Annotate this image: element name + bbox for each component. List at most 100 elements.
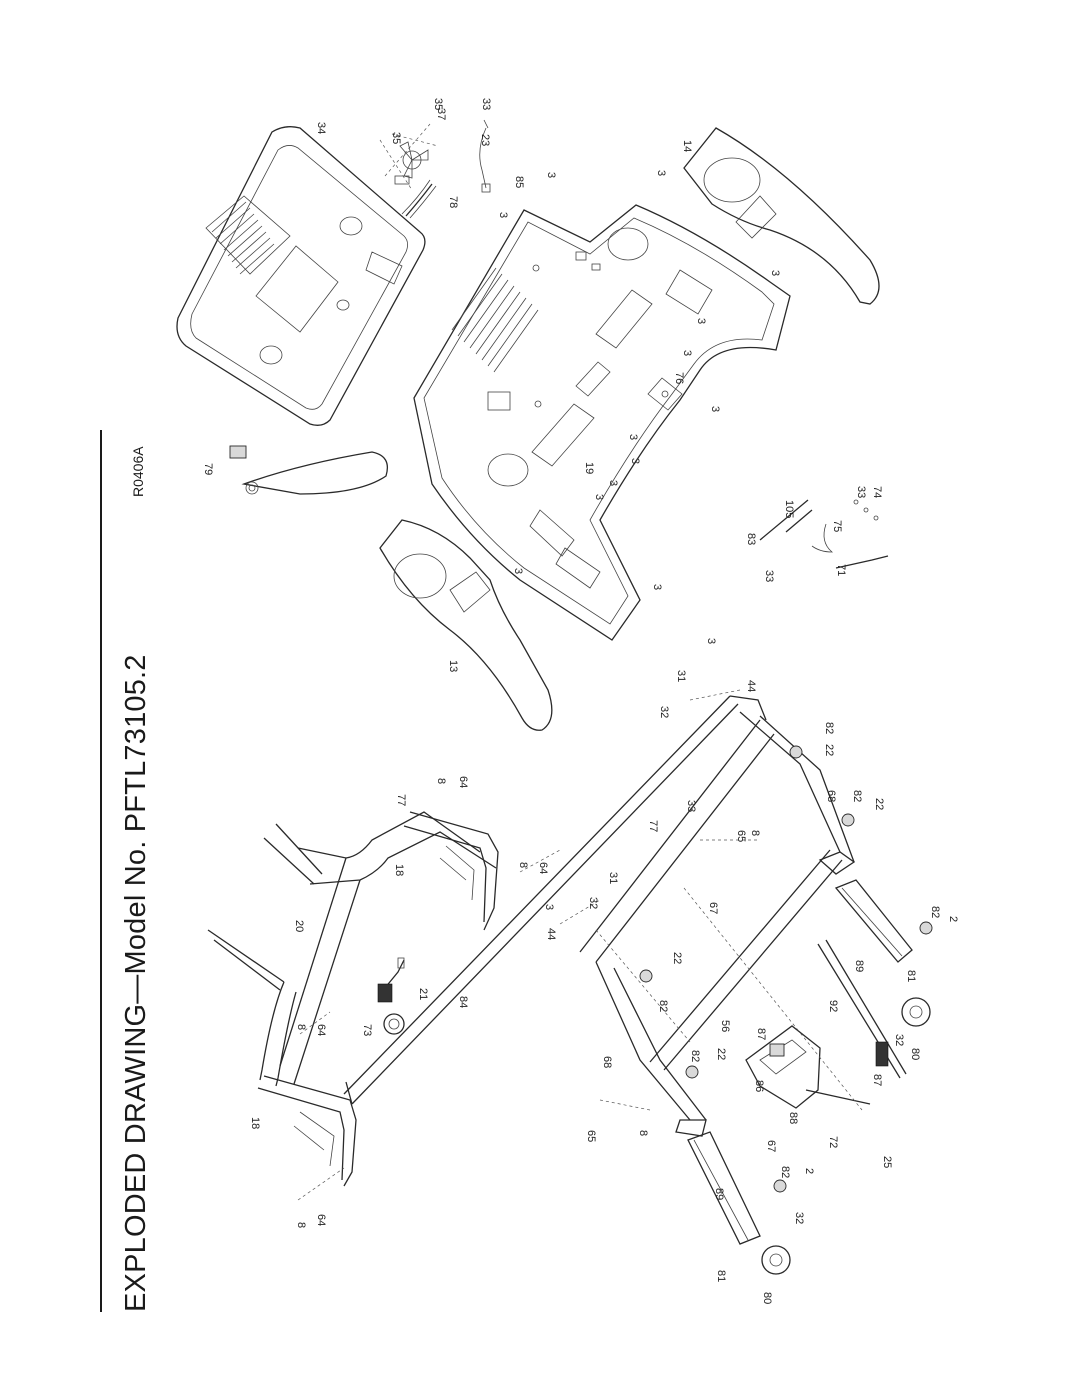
part-callout: 32: [658, 706, 670, 718]
incline-rod-92: [817, 939, 907, 1079]
part-callout: 80: [909, 1048, 921, 1060]
part-callout: 3: [681, 350, 693, 356]
part-callout: 84: [457, 996, 469, 1008]
frame-rail-84: [343, 695, 767, 1105]
hood-grille: [451, 267, 539, 373]
part-callout: 82: [823, 722, 835, 734]
part-callout: 80: [761, 1292, 773, 1304]
part-callout: 32: [893, 1034, 905, 1046]
part-callout: 25: [881, 1156, 893, 1168]
part-callout: 22: [873, 798, 885, 810]
part-callout: 33: [855, 486, 867, 498]
part-callout: 22: [715, 1048, 727, 1060]
part-callout: 82: [929, 906, 941, 918]
part-callout: 8: [637, 1130, 649, 1136]
part-callout: 3: [769, 270, 781, 276]
console-upper-part: [176, 126, 426, 426]
part-callout: 3: [593, 494, 605, 500]
part-callout: 83: [745, 533, 757, 545]
part-callout: 82: [851, 790, 863, 802]
part-callout: 2: [947, 916, 959, 922]
part-callout: 77: [647, 820, 659, 832]
wheel-80-lower: [761, 1245, 791, 1275]
part-callout: 82: [779, 1166, 791, 1178]
part-callout: 35: [432, 98, 444, 110]
part-callout: 87: [755, 1028, 767, 1040]
part-callout: 3: [709, 406, 721, 412]
part-callout: 82: [689, 1050, 701, 1062]
part-callout: 65: [735, 830, 747, 842]
incline-motor-88: [745, 1025, 871, 1109]
part-callout: 2: [803, 1168, 815, 1174]
part-callout: 44: [545, 928, 557, 940]
leveling-feet-82: [639, 745, 933, 1193]
motor-controller-76: [647, 377, 683, 411]
part-callout: 89: [713, 1188, 725, 1200]
part-callout: 64: [457, 776, 469, 788]
part-callout: 71: [835, 564, 847, 576]
part-callout: 3: [651, 584, 663, 590]
part-callout: 86: [753, 1080, 765, 1092]
part-callout: 75: [831, 520, 843, 532]
part-callout: 3: [705, 638, 717, 644]
leg-89-upper: [834, 879, 913, 963]
wheel-80-upper: [901, 997, 931, 1027]
part-callout: 8: [295, 1222, 307, 1228]
part-callout: 78: [447, 196, 459, 208]
part-callout: 72: [827, 1136, 839, 1148]
base-frame: [579, 711, 856, 1137]
part-callout: 3: [655, 170, 667, 176]
part-callout: 18: [249, 1117, 261, 1129]
part-callout: 74: [871, 486, 883, 498]
part-callout: 14: [681, 140, 693, 152]
part-callout: 33: [685, 800, 697, 812]
part-callout: 33: [763, 570, 775, 582]
upright-frame-20: [207, 811, 497, 1087]
part-callout: 3: [607, 480, 619, 486]
part-callout: 105: [783, 500, 795, 518]
knob-21: [377, 957, 405, 1003]
handrail-right: [257, 1075, 357, 1187]
part-callout: 3: [512, 568, 524, 574]
part-callout: 79: [202, 463, 214, 475]
part-callout: 3: [543, 904, 555, 910]
part-callout: 85: [513, 176, 525, 188]
left-side-cover-13: [379, 519, 553, 731]
part-callout: 8: [295, 1024, 307, 1030]
part-callout: 8: [749, 830, 761, 836]
part-callout: 3: [695, 318, 707, 324]
assembly-guides: [297, 139, 863, 1201]
part-callout: 35: [390, 132, 402, 144]
part-callout: 18: [393, 864, 405, 876]
part-callout: 76: [673, 372, 685, 384]
part-callout: 64: [315, 1214, 327, 1226]
part-callout: 34: [315, 122, 327, 134]
part-callout: 56: [719, 1020, 731, 1032]
part-callout: 73: [361, 1024, 373, 1036]
part-callout: 77: [395, 794, 407, 806]
part-callout: 8: [517, 862, 529, 868]
part-callout: 3: [497, 212, 509, 218]
hardware-kit: [759, 499, 889, 569]
part-callout: 32: [587, 897, 599, 909]
handrail-left: [403, 811, 499, 931]
part-callout: 32: [793, 1212, 805, 1224]
part-callout: 44: [745, 680, 757, 692]
part-callout: 19: [583, 462, 595, 474]
motor-hood-part: [413, 204, 791, 641]
part-callout: 67: [765, 1140, 777, 1152]
part-callout: 87: [871, 1074, 883, 1086]
part-callout: 81: [715, 1270, 727, 1282]
part-callout: 21: [417, 988, 429, 1000]
part-callout: 89: [853, 960, 865, 972]
part-callout: 3: [629, 458, 641, 464]
part-callout: 31: [607, 872, 619, 884]
part-callout: 23: [479, 134, 491, 146]
part-callout: 37: [435, 108, 447, 120]
part-callout: 64: [315, 1024, 327, 1036]
part-callout: 31: [675, 670, 687, 682]
part-callout: 13: [447, 660, 459, 672]
